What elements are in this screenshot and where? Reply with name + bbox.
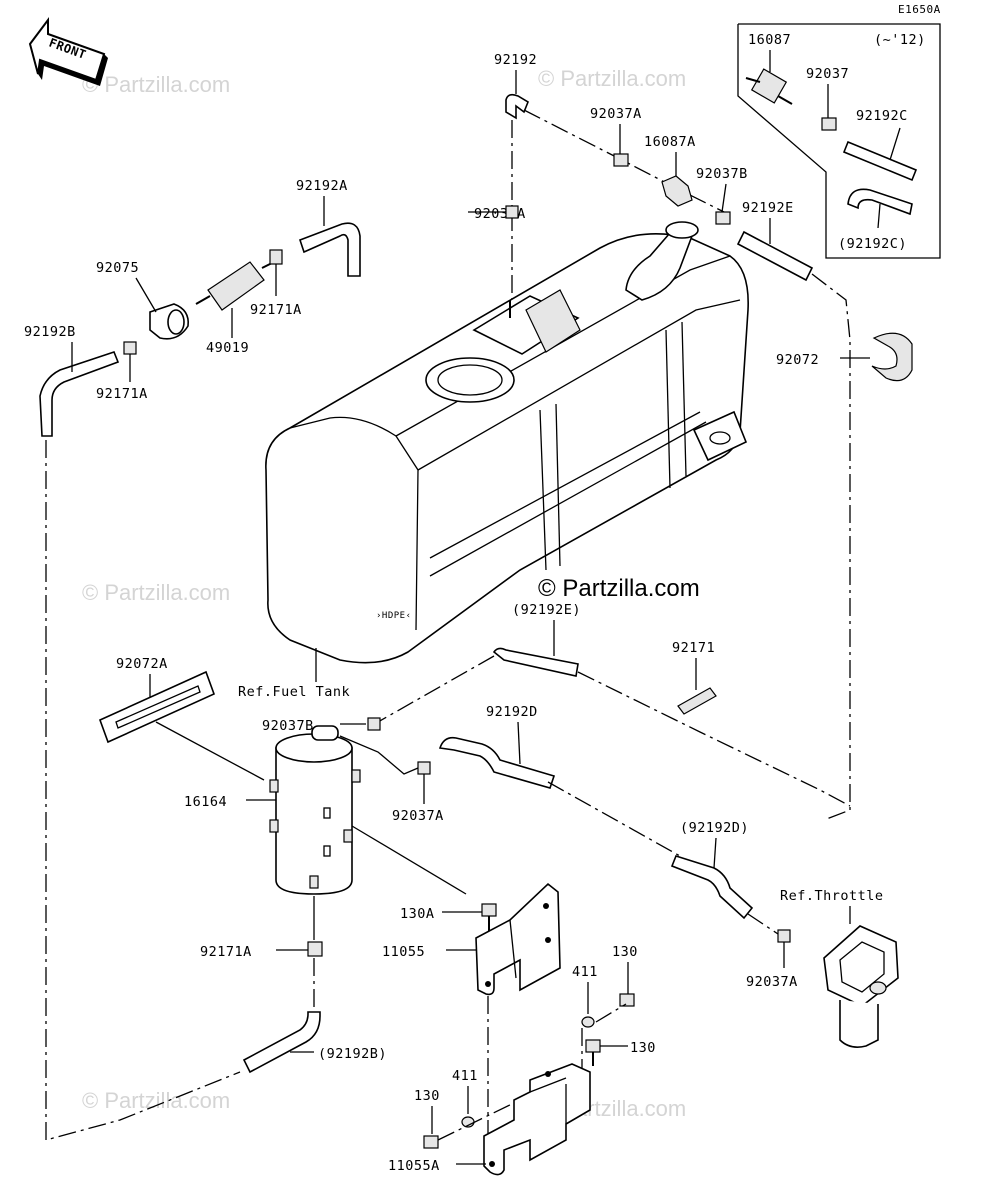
vent-line-top: [523, 109, 725, 213]
vent-line-right: [811, 273, 851, 821]
label-130-3: 130: [414, 1088, 440, 1104]
band-92072: [871, 332, 913, 382]
clamp-92171A-lower: [307, 941, 323, 957]
label-92072: 92072: [776, 352, 819, 368]
clamp-92037B-lower: [367, 717, 381, 731]
label-92037: 92037: [806, 66, 849, 82]
fuel-filter-49019: [195, 261, 275, 338]
front-arrow-icon: FRONT: [28, 17, 108, 86]
tank-marking: ›HDPE‹: [376, 611, 412, 621]
clamp-92171A-filter: [269, 249, 283, 296]
clamp-92037: [821, 84, 837, 131]
watermark-4: © Partzilla.com: [82, 1088, 230, 1113]
clamp-92037A-left: [505, 205, 519, 219]
label-92192: 92192: [494, 52, 537, 68]
washer-411-1: [581, 1016, 595, 1028]
ref-fuel-tank: Ref.Fuel Tank: [238, 684, 350, 700]
check-valve-16087A: [661, 152, 693, 207]
fuel-tank: ›HDPE‹: [265, 221, 749, 664]
label-92192E: 92192E: [742, 200, 794, 216]
vent-line-middle: [577, 671, 851, 807]
watermark-1: © Partzilla.com: [82, 72, 230, 97]
label-92171A-filter: 92171A: [250, 302, 302, 318]
label-11055A: 11055A: [388, 1158, 440, 1174]
bolt-130-3: [423, 1135, 439, 1149]
watermark-center: © Partzilla.com: [538, 575, 700, 602]
bolt-130-2: [585, 1039, 601, 1066]
hose-92192D: [438, 721, 556, 789]
label-130-1: 130: [612, 944, 638, 960]
label-92192C-alt: (92192C): [838, 236, 907, 252]
label-411-2: 411: [452, 1068, 478, 1084]
hose-92192: [505, 70, 529, 120]
clamp-92171: [677, 658, 717, 715]
fuel-line-throttle-end: [747, 913, 779, 935]
hose-92192E: [736, 218, 814, 282]
label-92171A-lower: 92171A: [200, 944, 252, 960]
hose-92192C: [842, 127, 918, 182]
label-411-1: 411: [572, 964, 598, 980]
diagram-id: E1650A: [898, 3, 941, 16]
label-92192D: 92192D: [486, 704, 538, 720]
label-130-2: 130: [630, 1040, 656, 1056]
label-92037B-top: 92037B: [696, 166, 748, 182]
label-49019: 49019: [206, 340, 249, 356]
bolt-130-1: [619, 993, 635, 1007]
label-16087A: 16087A: [644, 134, 696, 150]
throttle-body: [823, 925, 899, 1048]
hose-92192D-lower: [670, 837, 754, 920]
clamp-92037B-top: [715, 183, 731, 225]
label-92192C: 92192C: [856, 108, 908, 124]
bracket-11055A: [483, 1063, 591, 1176]
label-11055: 11055: [382, 944, 425, 960]
label-130A: 130A: [400, 906, 435, 922]
label-92037B-lower: 92037B: [262, 718, 314, 734]
hose-92192E-lower: [492, 620, 579, 677]
label-16164: 16164: [184, 794, 227, 810]
variant-inset: 16087 (~'12) 92037 92192C (92192C): [737, 23, 941, 259]
label-92072A: 92072A: [116, 656, 168, 672]
clamp-92037A-throttle: [777, 929, 791, 968]
hose-92192C-bent: [847, 188, 913, 229]
hose-92192A: [298, 196, 361, 277]
label-92192B-alt: (92192B): [318, 1046, 387, 1062]
label-92171: 92171: [672, 640, 715, 656]
fuel-line-throttle: [547, 781, 681, 857]
clamp-92075: [135, 277, 190, 340]
ref-throttle: Ref.Throttle: [780, 888, 884, 904]
clamp-92037A-top: [613, 124, 629, 167]
check-valve-16087: [745, 50, 793, 105]
fuel-line-left: [45, 440, 241, 1141]
label-16087: 16087: [748, 32, 791, 48]
bolt-link-3: [437, 1099, 521, 1141]
clamp-92171A-left: [123, 341, 137, 382]
clamp-92037A-lower: [417, 761, 431, 804]
bracket-92072A: [98, 670, 216, 744]
label-92192A: 92192A: [296, 178, 348, 194]
label-92075: 92075: [96, 260, 139, 276]
watermark-2: © Partzilla.com: [538, 66, 686, 91]
variant-note: (~'12): [874, 32, 926, 48]
canister-16164: [269, 725, 361, 895]
label-92192D-alt: (92192D): [680, 820, 749, 836]
label-92037A-lower: 92037A: [392, 808, 444, 824]
vent-line-canister: [377, 655, 495, 723]
label-92192B: 92192B: [24, 324, 76, 340]
bracket-11055: [475, 882, 561, 996]
label-92192E-alt: (92192E): [512, 602, 581, 618]
hose-92192B-lower: [242, 1011, 321, 1074]
watermark-3: © Partzilla.com: [82, 580, 230, 605]
label-92037A-throttle: 92037A: [746, 974, 798, 990]
label-92171A-left: 92171A: [96, 386, 148, 402]
label-92037A-top: 92037A: [590, 106, 642, 122]
hose-92192B: [39, 342, 120, 437]
bolt-link-1: [595, 1003, 627, 1023]
